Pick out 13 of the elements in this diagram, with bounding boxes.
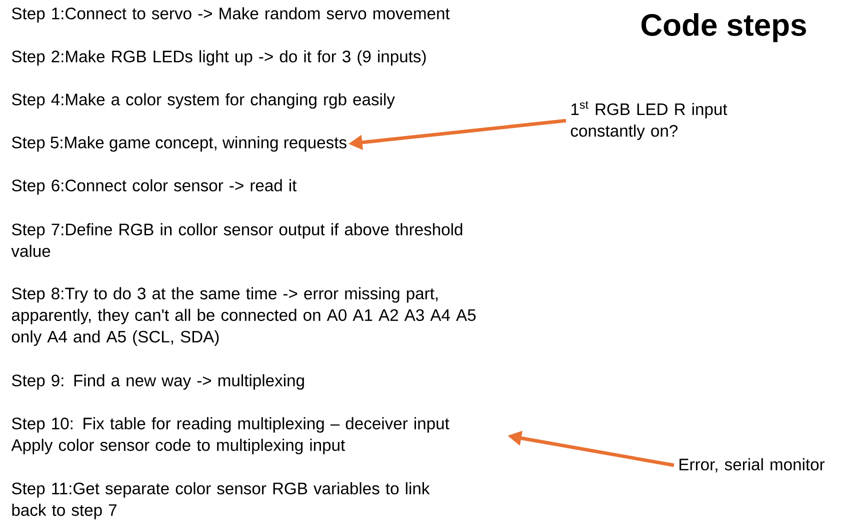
note-text: Step 10: Fix table for reading multiplexing – deceiver input Apply color sensor code to multiplexing input: [11, 417, 450, 454]
step-text: Step 1:Connect to servo -> Make random servo movement: [12, 7, 450, 23]
step-text: Step 8:Try to do 3 at the same time -> error missing part, apparently, they can't all be connected on A0 A1 A2 A3 A4 A5 only A4 and A5 (SCL, SDA): [12, 287, 476, 346]
note-text: 1$^{st}$ RGB LED R input constantly on?: [570, 101, 728, 140]
title: Code steps: [641, 13, 806, 42]
step-text: Step 7:Define RGB in collor sensor output if above threshold value: [11, 223, 462, 257]
step-text: Step 9: Find a new way -> multiplexing: [12, 374, 304, 390]
step-text: Step 6:Connect color sensor -> read it: [12, 179, 297, 195]
note-text: Error, serial monitor: [680, 458, 825, 472]
step-text: Step 2:Make RGB LEDs light up -> do it for 3 (9 inputs): [12, 50, 426, 66]
step-text: Step 4:Make a color system for changing rgb easily: [12, 93, 395, 109]
step-text: Step 11:Get separate color sensor RGB variables to link back to step 7: [12, 482, 430, 520]
note-text: Step 5:Make game concept, winning requests: [12, 136, 346, 152]
